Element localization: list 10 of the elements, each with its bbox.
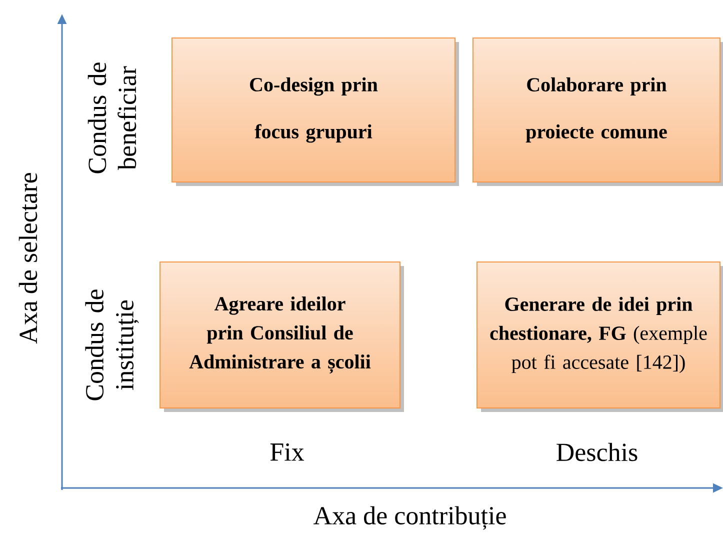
column-label: Fix [270,443,304,461]
process-box: Co-design prin focus grupuri [172,38,459,186]
row-label: Condus de instituție [85,290,139,400]
process-box: Colaborare prin proiecte comune [472,38,723,186]
process-box: Agreare ideilor prin Consiliul de Administrare a școlii [160,261,404,412]
axis-label: Axa de contribuție [314,506,506,530]
row-label: Condus de beneficiar [88,62,136,174]
axis-label: Axa de selectare [18,172,38,344]
process-box: Generare de idei prin chestionare, FG (exemple pot fi accesate [142]) [476,261,723,412]
column-label: Deschis [556,442,638,462]
